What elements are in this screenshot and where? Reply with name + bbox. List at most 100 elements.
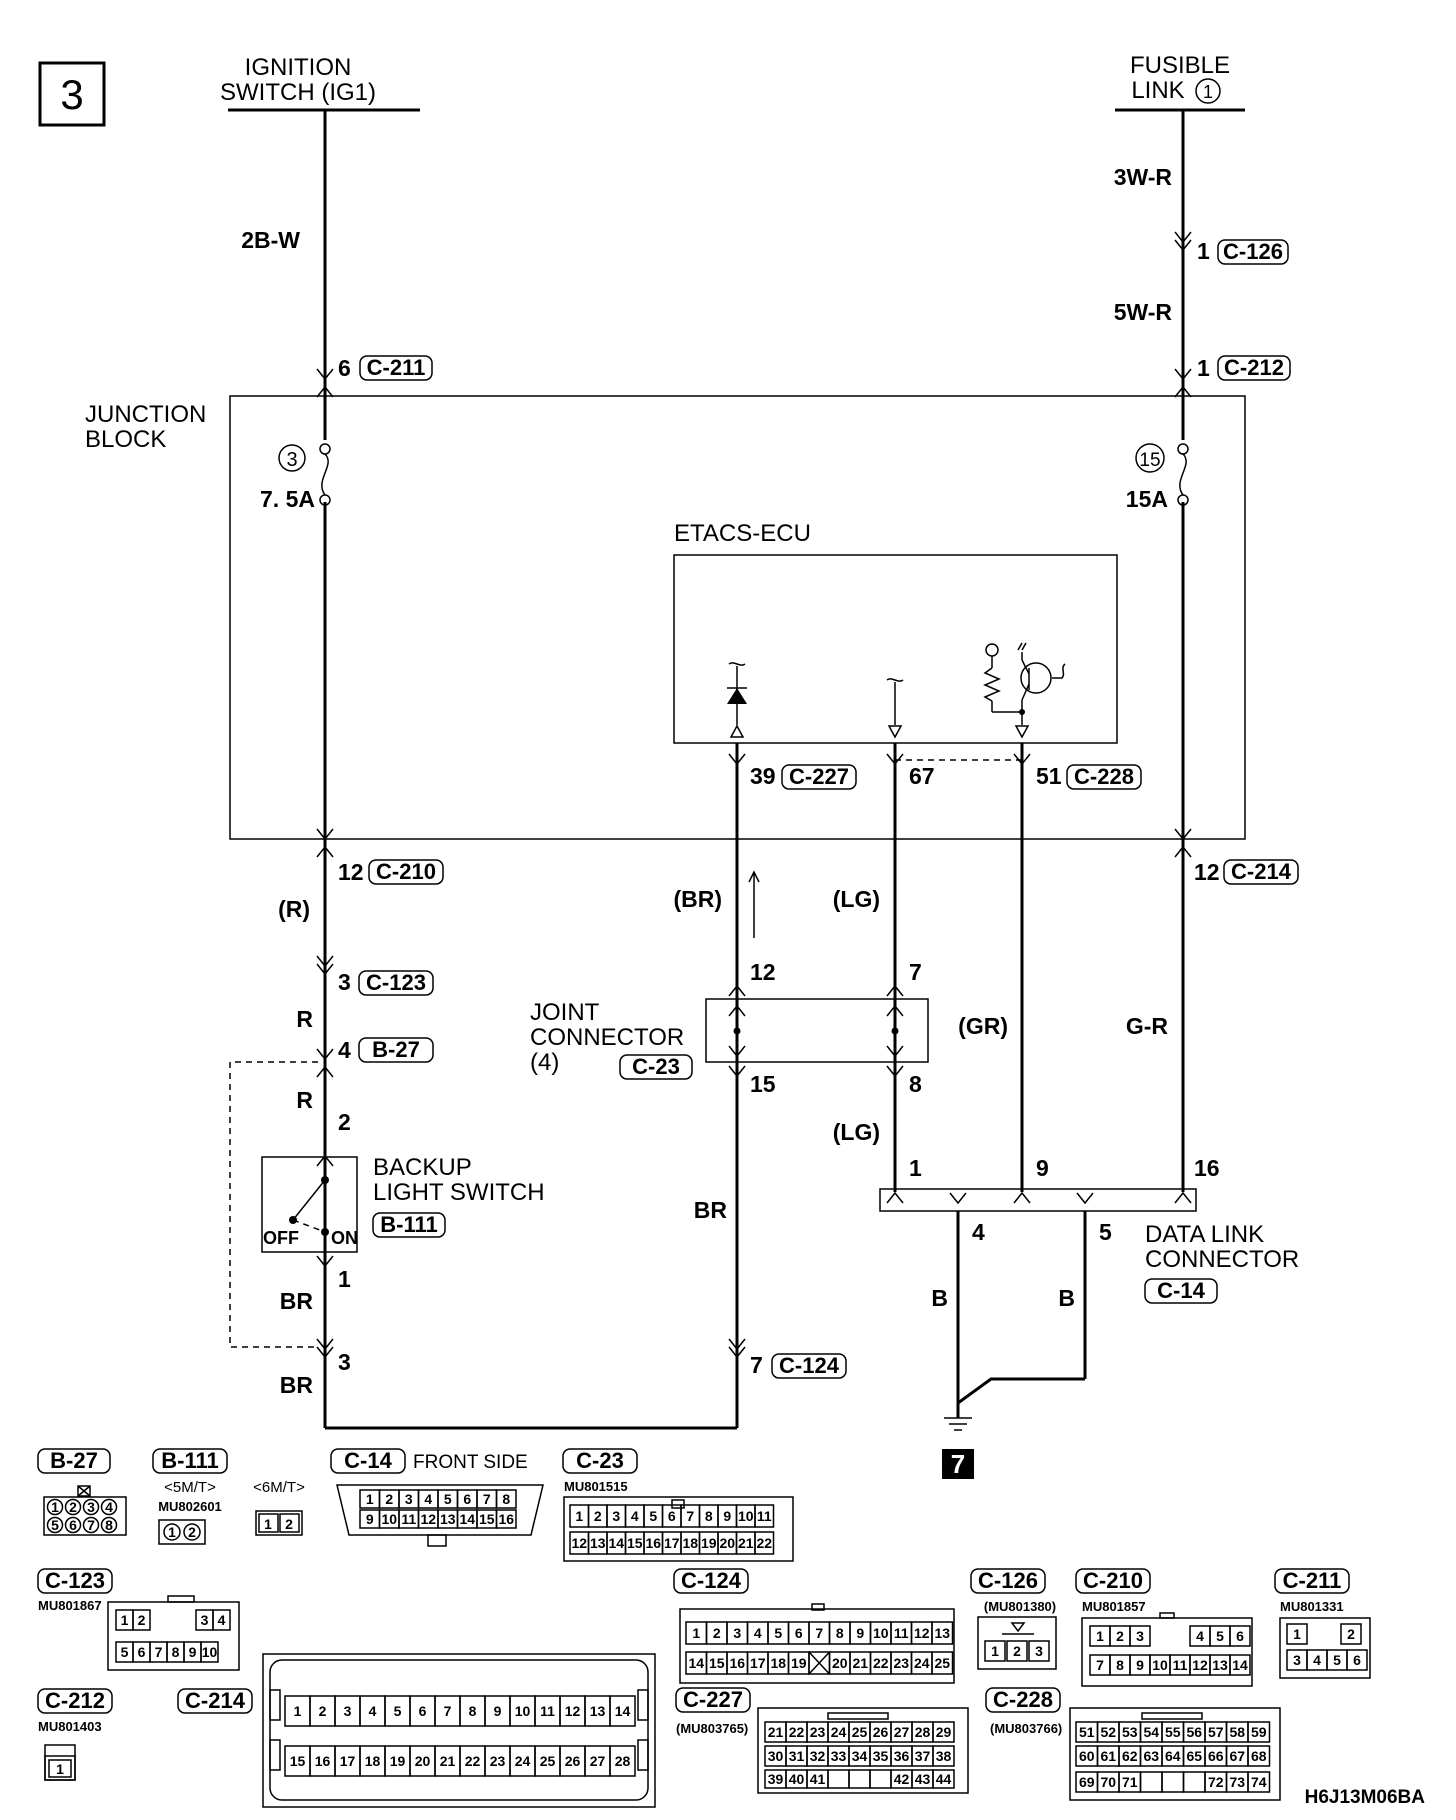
- connector-cavity-number: 14: [615, 1703, 631, 1719]
- connector-cavity-number: 4: [424, 1491, 432, 1507]
- connector-cavity-number: 23: [810, 1724, 826, 1740]
- connector-cavity-number: 4: [1313, 1652, 1321, 1668]
- tag-b27: B-27: [372, 1037, 420, 1062]
- connector-cavity-number: 3: [612, 1508, 620, 1524]
- connector-cavity-number: 1: [366, 1491, 374, 1507]
- connector-cavity-number: 6: [668, 1508, 676, 1524]
- tag-c14: C-14: [1157, 1278, 1205, 1303]
- connector-cavity-number: 43: [915, 1771, 931, 1787]
- connector-cavity-number: 4: [369, 1703, 377, 1719]
- connector-cavity-number: 6: [419, 1703, 427, 1719]
- connector-cavity: [1247, 1771, 1271, 1793]
- connector-cavity: [495, 1489, 517, 1509]
- connector-cavity-number: 15: [290, 1753, 306, 1769]
- pin-jc-7: 7: [909, 959, 922, 985]
- junction-block-label-1: JUNCTION: [85, 401, 206, 428]
- connector-cavity-number: 2: [594, 1508, 602, 1524]
- connector-cavity-number: 9: [856, 1625, 864, 1641]
- connector-cavity-number: 9: [1136, 1657, 1144, 1673]
- joint-connector-label-2: CONNECTOR: [530, 1024, 684, 1051]
- connector-cavity-number: 14: [459, 1511, 475, 1527]
- connector-cavity-number: 70: [1100, 1774, 1116, 1790]
- pin-b27-4: 4: [338, 1037, 351, 1063]
- connector-cavity-number: 22: [465, 1753, 481, 1769]
- connector-cavity-number: 51: [1079, 1724, 1095, 1740]
- connector-cavity: [1286, 1623, 1308, 1645]
- ignition-label-2: SWITCH (IG1): [220, 79, 376, 106]
- pin-dlc-5: 5: [1099, 1219, 1112, 1245]
- connector-cavity-number: 5: [1333, 1652, 1341, 1668]
- connector-cavity-number: 63: [1143, 1748, 1159, 1764]
- connector-cavity-number: 55: [1165, 1724, 1181, 1740]
- legend-b111: B-111 <5M/T> <6M/T> MU802601 1 2 1 2: [152, 1448, 305, 1545]
- svg-text:8: 8: [105, 1517, 113, 1533]
- connector-cavity-number: 19: [390, 1753, 406, 1769]
- connector-cavity-number: 11: [540, 1703, 555, 1719]
- connector-cavity-number: 10: [515, 1703, 531, 1719]
- connector-cavity-number: 24: [515, 1753, 531, 1769]
- connector-cavity-number: 21: [440, 1753, 456, 1769]
- svg-text:4: 4: [105, 1499, 113, 1515]
- connector-cavity-number: 20: [832, 1655, 848, 1671]
- connector-cavity: [1129, 1625, 1151, 1647]
- connector-cavity-number: 7: [444, 1703, 452, 1719]
- connector-cavity-number: 22: [873, 1655, 889, 1671]
- connector-cavity-number: 10: [202, 1644, 218, 1660]
- connector-cavity: [1229, 1625, 1251, 1647]
- connector-cavity-number: 5: [649, 1508, 657, 1524]
- connector-cavity-number: 10: [738, 1508, 754, 1524]
- ignition-switch-source: IGNITION SWITCH (IG1): [220, 54, 420, 112]
- ground-reference: 7: [951, 1449, 965, 1479]
- connector-cavity-number: 26: [873, 1724, 889, 1740]
- connector-cavity-number: 6: [1236, 1628, 1244, 1644]
- connector-cavity-number: 6: [1353, 1652, 1361, 1668]
- legend-b27: B-27 1 2 3 4 5 6 7 8: [37, 1448, 127, 1536]
- connector-cavity-number: 19: [701, 1535, 717, 1551]
- connector-cavity: [212, 1609, 231, 1631]
- connector-cavity-number: 69: [1079, 1774, 1095, 1790]
- connector-cavity-number: 5: [394, 1703, 402, 1719]
- connector-cavity-number: 6: [463, 1491, 471, 1507]
- legend-b111-tag: B-111: [161, 1448, 219, 1473]
- junction-block-label-2: BLOCK: [85, 426, 166, 453]
- pin-c227-39: 39: [750, 763, 776, 789]
- connector-cavity-number: 6: [795, 1625, 803, 1641]
- wire-b-1: B: [931, 1285, 948, 1311]
- fusible-link-source: FUSIBLE LINK 1: [1115, 52, 1245, 112]
- ecu-label: ETACS-ECU: [674, 520, 811, 547]
- connector-cavity-number: 22: [756, 1535, 772, 1551]
- connector-cavity-number: 10: [381, 1511, 397, 1527]
- connector-cavity-number: 41: [810, 1771, 826, 1787]
- connector-cavity-number: 19: [791, 1655, 807, 1671]
- switch-on-label: ON: [331, 1228, 358, 1248]
- connector-cavity-number: 7: [483, 1491, 491, 1507]
- connector-cavity-number: 59: [1251, 1724, 1267, 1740]
- legend-c123-tag: C-123: [45, 1568, 105, 1593]
- connector-cavity-number: 8: [502, 1491, 510, 1507]
- svg-text:1: 1: [991, 1643, 999, 1659]
- wire-r-2: R: [296, 1087, 313, 1113]
- svg-text:1: 1: [168, 1524, 176, 1540]
- wire-gr-paren: (GR): [958, 1013, 1008, 1039]
- pin-b111-2: 2: [338, 1109, 351, 1135]
- connector-cavity-number: 39: [768, 1771, 784, 1787]
- connector-cavity-number: 13: [590, 1535, 606, 1551]
- page-number: 3: [60, 71, 83, 118]
- connector-cavity: [827, 1769, 850, 1789]
- connector-cavity-number: 32: [810, 1748, 826, 1764]
- connector-cavity-number: 42: [894, 1771, 910, 1787]
- connector-cavity-number: 9: [494, 1703, 502, 1719]
- connector-cavity-number: 12: [565, 1703, 581, 1719]
- connector-cavity-number: 14: [608, 1535, 624, 1551]
- connector-cavity-number: 27: [894, 1724, 910, 1740]
- connector-cavity-number: 60: [1079, 1748, 1095, 1764]
- connector-cavity-number: 3: [733, 1625, 741, 1641]
- connector-cavity-number: 10: [873, 1625, 889, 1641]
- connector-cavity-number: 16: [315, 1753, 331, 1769]
- connector-cavity-number: 67: [1229, 1748, 1245, 1764]
- connector-cavity-number: 2: [385, 1491, 393, 1507]
- connector-cavity: [754, 1531, 775, 1555]
- connector-cavity-number: 3: [1136, 1628, 1144, 1644]
